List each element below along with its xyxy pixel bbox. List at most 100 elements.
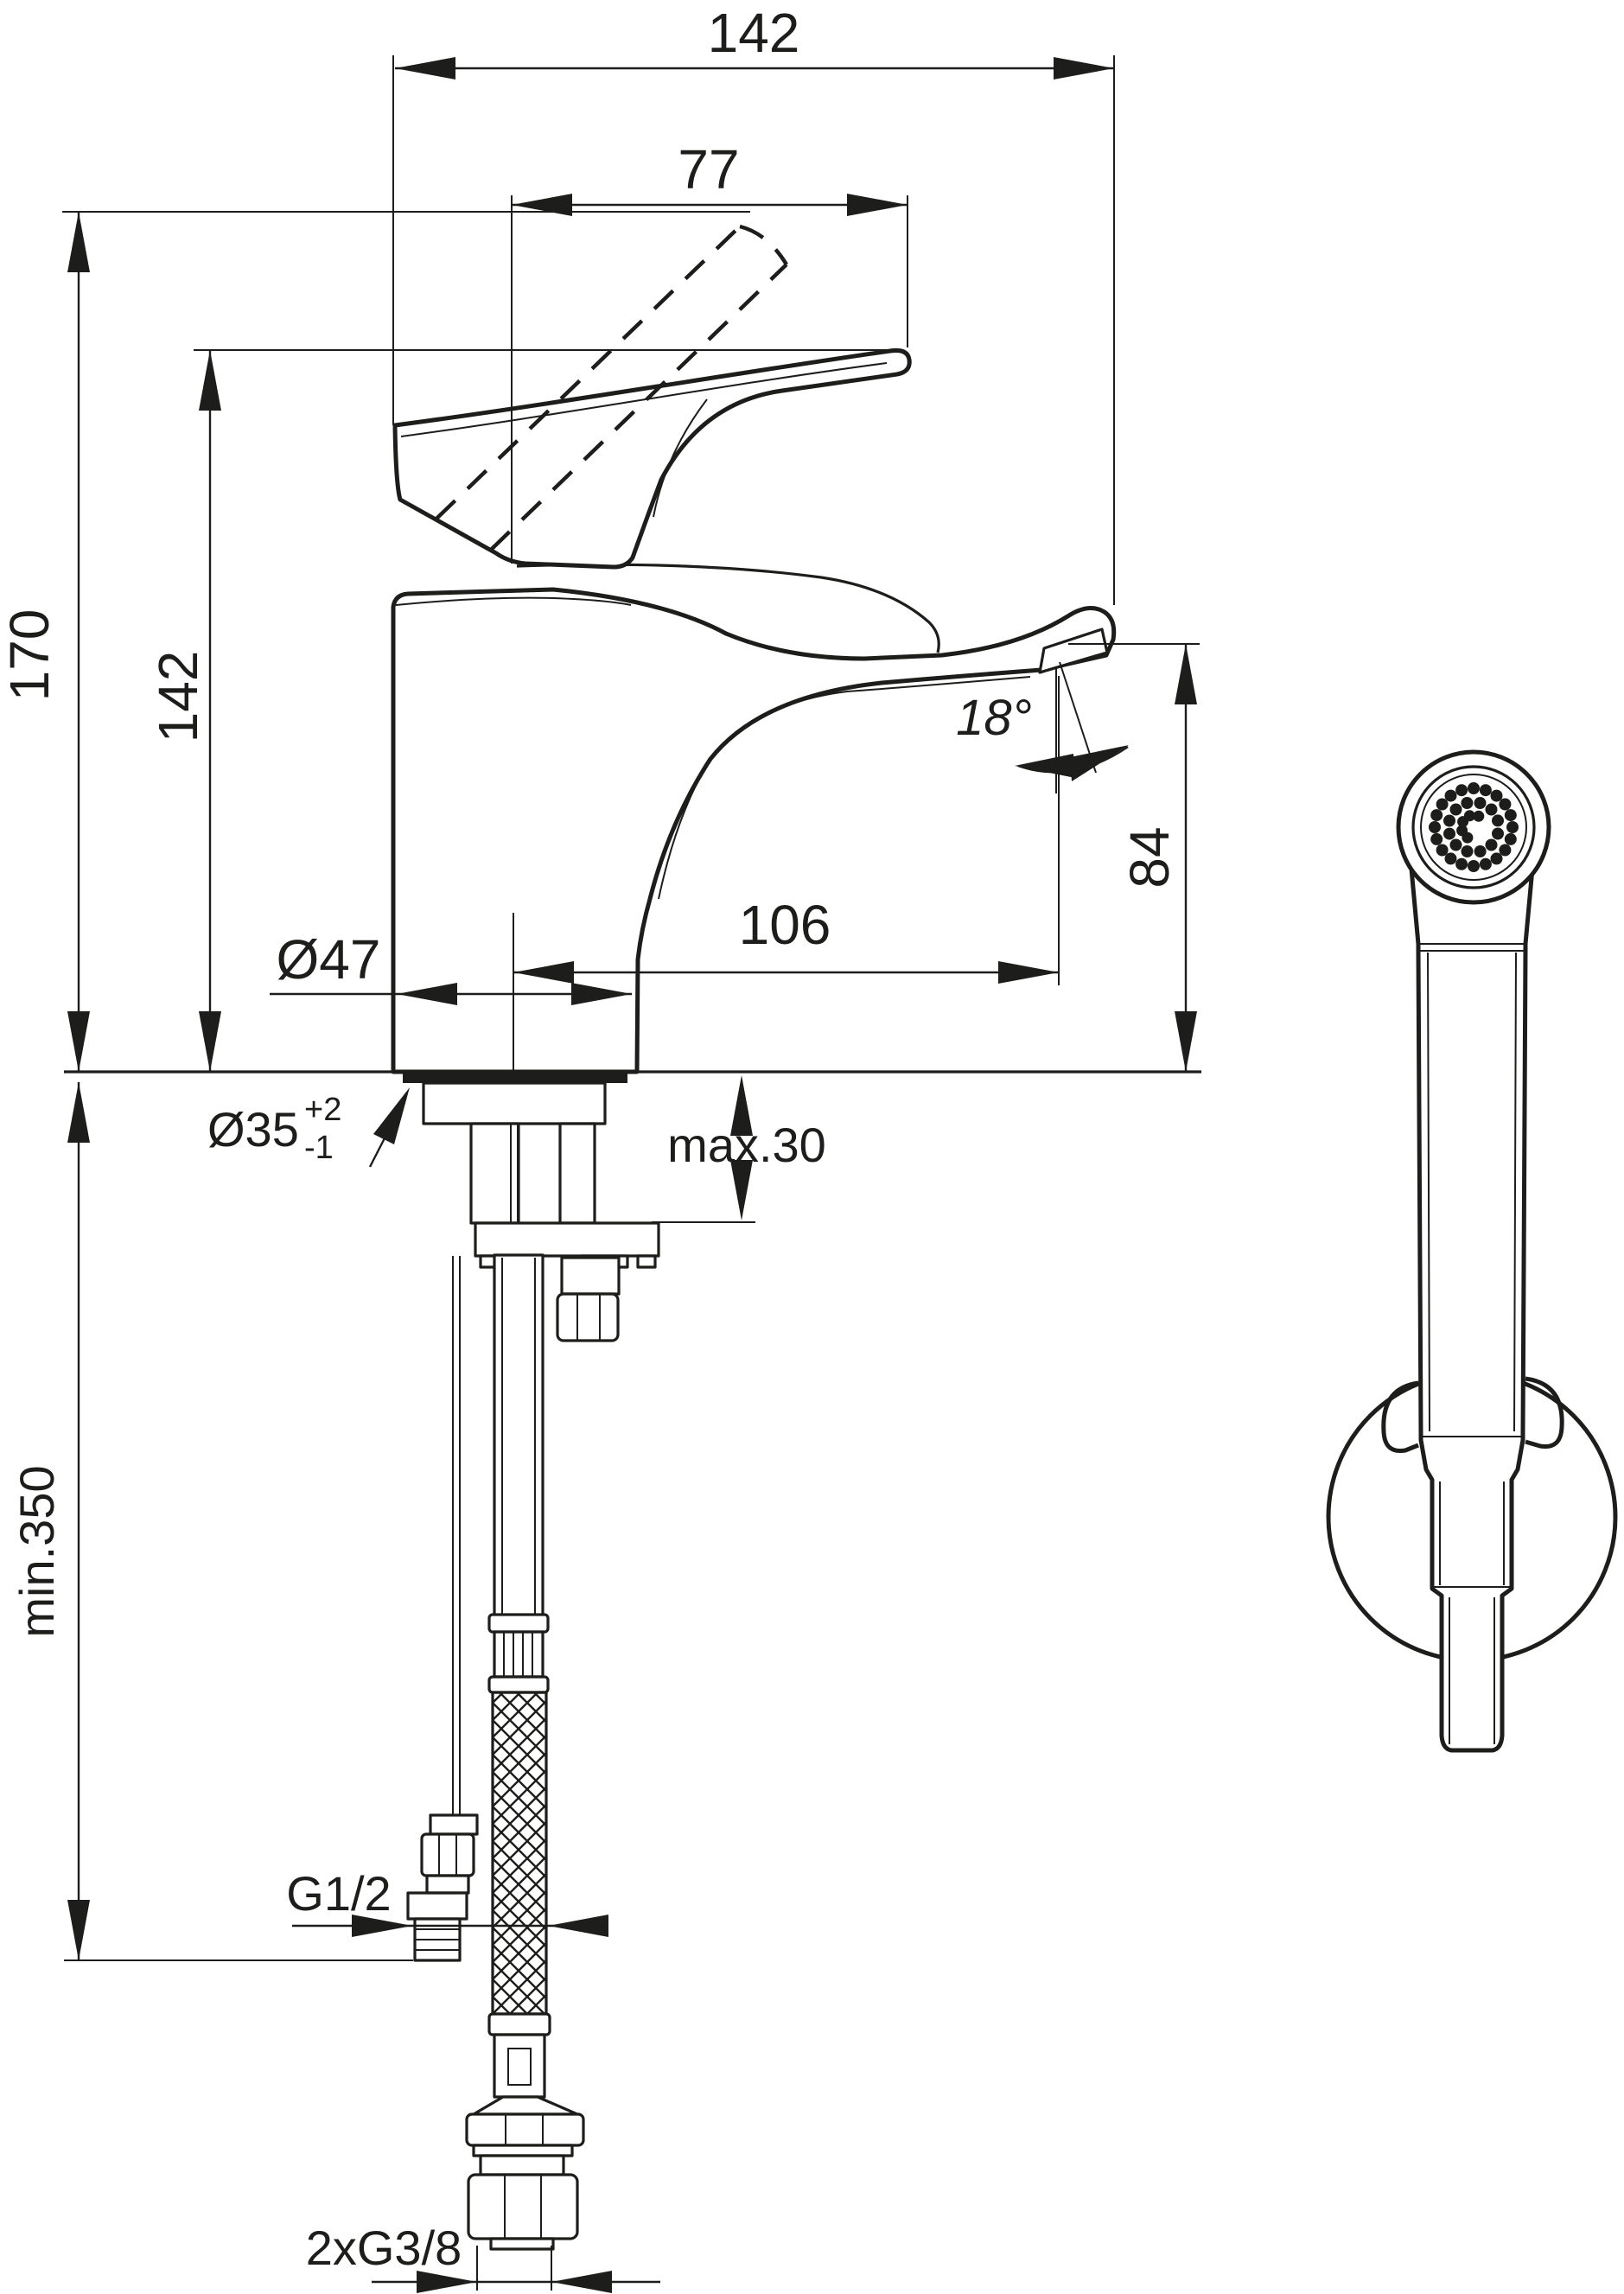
supply-nut — [467, 2173, 579, 2240]
bracket-hook-right — [1525, 1376, 1564, 1450]
valve-head — [406, 1891, 468, 1921]
mounting-flange — [474, 1221, 660, 1258]
bracket-hook-left — [1381, 1380, 1419, 1454]
dim-label-170: 170 — [0, 609, 61, 702]
head-mid-ring — [1411, 765, 1536, 889]
spray-dot — [1430, 809, 1443, 822]
lever — [392, 348, 912, 570]
spray-dot — [1436, 798, 1449, 811]
dim-label-18deg: 18° — [956, 690, 1032, 746]
dim-arrow — [67, 1900, 90, 1960]
braided-hose — [491, 1691, 548, 2016]
spray-dot — [1455, 784, 1468, 797]
spray-dot — [1499, 798, 1512, 811]
dim-spout-height: 84 — [1068, 643, 1200, 1072]
fitting-ring — [487, 2012, 551, 2036]
spray-dot — [1449, 838, 1462, 851]
dim-label-106: 106 — [739, 894, 831, 956]
dim-label-g12: G1/2 — [286, 1866, 391, 1921]
dim-supply-threads: 2xG3/8 — [306, 2221, 660, 2293]
spray-dot — [1443, 827, 1455, 840]
hex-facet-lines — [438, 1834, 457, 1876]
dim-arrow — [512, 194, 572, 216]
compression-nut — [465, 2112, 585, 2147]
lever-raised-tip — [739, 224, 788, 266]
valve-hex — [420, 1832, 475, 1877]
dim-label-max30: max.30 — [667, 1118, 826, 1172]
fitting-body — [493, 2033, 546, 2099]
dim-arrow — [397, 983, 457, 1005]
hex-facet-lines — [504, 2175, 542, 2239]
lever-saddle-line — [653, 398, 708, 518]
spray-dot — [1474, 797, 1487, 809]
dim-label-dia35: Ø35 — [207, 1102, 299, 1157]
spray-dot — [1449, 803, 1462, 816]
flange-tab — [636, 1254, 657, 1269]
dim-deck-thickness: max.30 — [652, 1075, 826, 1223]
spray-dot — [1455, 857, 1468, 870]
aerator-face — [1039, 651, 1108, 674]
supply-rod — [452, 1256, 461, 1815]
mounting-collar — [422, 1081, 607, 1125]
dim-lever-projection: 77 — [511, 138, 908, 564]
spray-dot — [1456, 825, 1468, 837]
dim-arrow — [352, 1915, 412, 1937]
spray-dot — [1468, 860, 1480, 872]
dim-label-tol-plus: +2 — [304, 1092, 341, 1128]
spray-dot — [1463, 810, 1475, 822]
dim-label-84: 84 — [1118, 826, 1181, 888]
dim-arrow — [67, 1082, 90, 1143]
faucet-body-spout — [391, 587, 1117, 1074]
fitting-cone — [472, 2095, 579, 2116]
spray-dot — [1436, 844, 1449, 857]
thread-ridges — [415, 1928, 460, 1951]
dim-body-diameter: Ø47 — [270, 928, 632, 1005]
dim-arrow — [1175, 644, 1197, 704]
tube-inner-lines — [1449, 1597, 1495, 1744]
hose-connector-ring — [487, 1613, 550, 1634]
supply-pipe — [558, 1122, 596, 1225]
spray-dot — [1479, 784, 1492, 797]
dim-arrow — [199, 1011, 221, 1072]
dim-arrow — [730, 1160, 753, 1220]
dim-total-projection: 142 — [392, 2, 1115, 605]
cartridge-cap-seam — [516, 563, 940, 653]
spray-dot — [1429, 821, 1441, 833]
lever-raised-dashed — [435, 224, 788, 551]
dim-valve-thread: G1/2 — [286, 1866, 608, 1937]
dim-arrow — [199, 350, 221, 411]
shower-handle — [1409, 866, 1535, 1753]
shower-head — [1396, 749, 1551, 905]
washer — [472, 2144, 574, 2157]
dim-arrow — [571, 983, 632, 1005]
dim-label-142-height: 142 — [147, 651, 209, 743]
valve-neck — [425, 1874, 470, 1895]
undercounter-assembly — [406, 1081, 660, 2251]
locknut-neck — [560, 1256, 621, 1296]
spray-dot — [1474, 845, 1487, 857]
dim-arrow — [417, 2271, 477, 2293]
dim-hole-diameter: Ø35 +2 -1 — [207, 1087, 410, 1168]
dim-height-closed: 142 — [147, 349, 902, 1072]
dim-arrow — [373, 1087, 410, 1144]
dim-spout-angle: 18° — [956, 661, 1129, 793]
dim-label-2xg38: 2xG3/8 — [306, 2221, 462, 2275]
spray-dots — [1429, 782, 1519, 872]
dim-arrow — [548, 1915, 608, 1937]
dim-arrow — [551, 2271, 612, 2293]
spray-dot — [1444, 852, 1457, 865]
dim-spout-projection: 106 — [513, 676, 1060, 1070]
body-cap-seam — [395, 596, 632, 606]
dim-label-tol-minus: -1 — [304, 1130, 334, 1166]
dim-hose-length: min.350 — [10, 1082, 413, 1961]
dim-arrow — [67, 212, 90, 272]
spout-inner-line — [658, 676, 1031, 900]
aerator — [1038, 628, 1109, 674]
fitting-window — [507, 2048, 532, 2086]
end-cap — [489, 2237, 555, 2251]
handle-inner-lines — [1427, 952, 1517, 1432]
hose-tube-inner — [501, 1258, 536, 1615]
dim-arrow — [847, 194, 908, 216]
lever-raised-edge — [435, 225, 742, 520]
